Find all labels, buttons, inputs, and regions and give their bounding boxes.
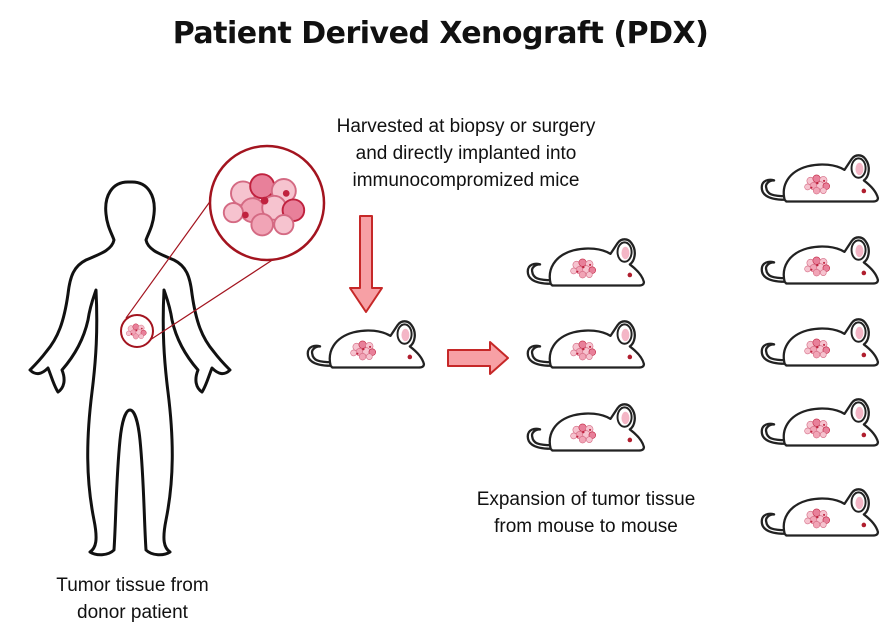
mouse-gen3-5	[762, 489, 878, 535]
harvest-caption-line-3: immunocompromized mice	[352, 170, 580, 191]
donor-caption-line-2: donor patient	[77, 602, 188, 623]
mouse-gen3-3	[762, 319, 878, 365]
expansion-caption: Expansion of tumor tissue from mouse to …	[436, 486, 736, 540]
mouse-gen2-2	[528, 321, 644, 367]
expansion-caption-line-2: from mouse to mouse	[494, 516, 678, 537]
mouse-gen3-2	[762, 237, 878, 283]
expansion-arrow-icon	[447, 341, 509, 375]
implanted-mouse	[308, 321, 424, 367]
patient-silhouette	[28, 144, 326, 557]
implant-arrow-icon	[349, 215, 383, 313]
mouse-gen2-1	[528, 239, 644, 285]
zoom-line-upper	[125, 195, 215, 319]
mouse-gen3-4	[762, 399, 878, 445]
harvest-caption-line-1: Harvested at biopsy or surgery	[336, 116, 596, 137]
donor-caption: Tumor tissue from donor patient	[20, 572, 245, 626]
expansion-caption-line-1: Expansion of tumor tissue	[476, 489, 696, 510]
harvest-caption-line-2: and directly implanted into	[355, 143, 577, 164]
page-title: Patient Derived Xenograft (PDX)	[172, 16, 709, 51]
human-outline	[28, 180, 232, 557]
donor-caption-line-1: Tumor tissue from	[56, 575, 209, 596]
mouse-gen2-3	[528, 404, 644, 450]
mouse-gen3-1	[762, 155, 878, 201]
harvest-caption: Harvested at biopsy or surgery and direc…	[266, 113, 666, 194]
